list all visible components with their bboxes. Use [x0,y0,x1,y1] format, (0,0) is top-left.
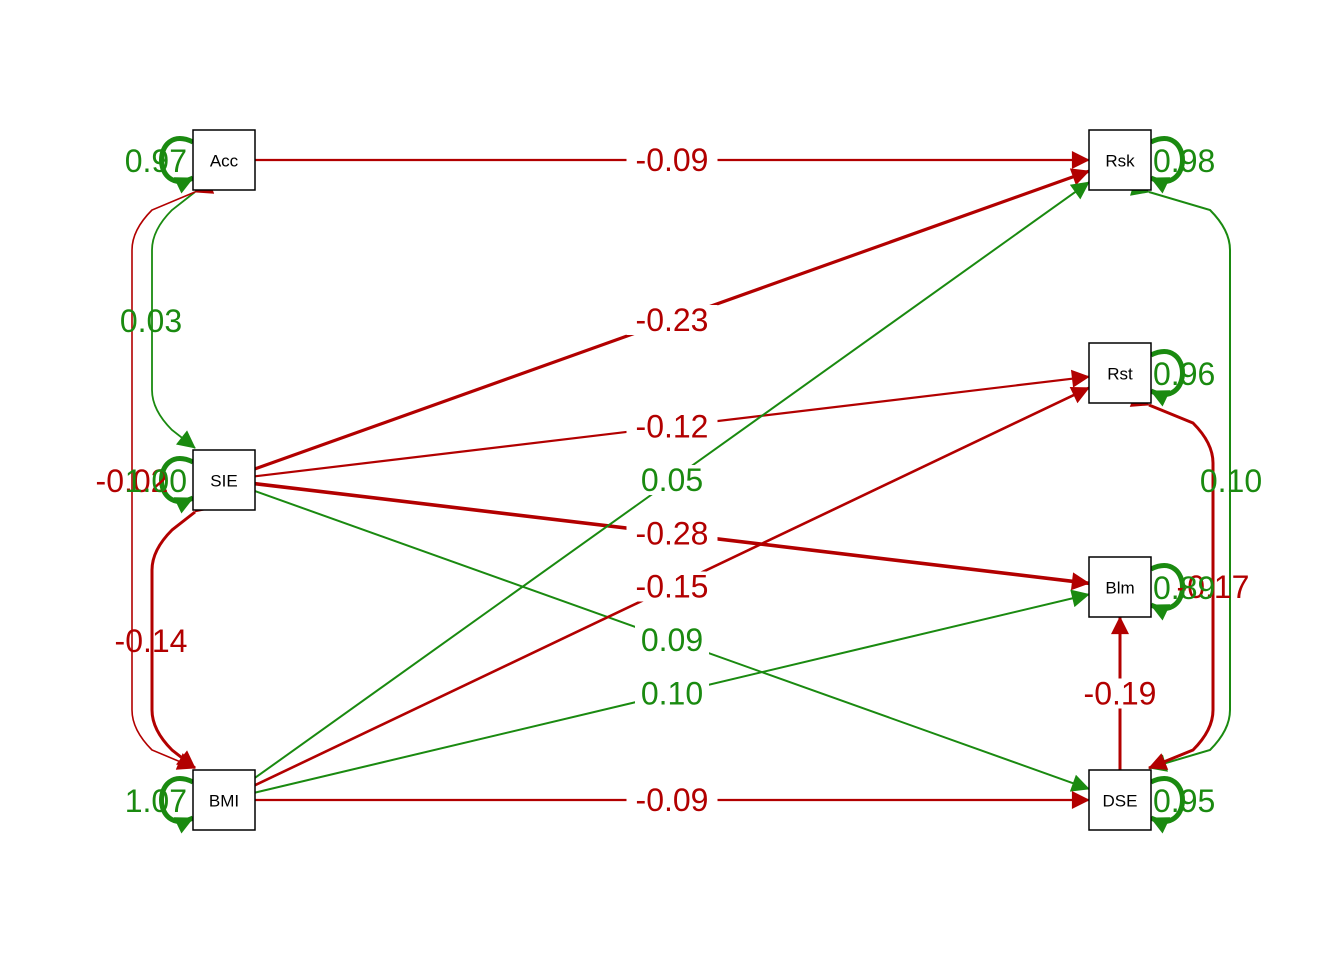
path-label-sie-blm-bg [626,518,718,549]
node-box-acc [192,129,256,191]
variance-loop-rsk [1131,136,1185,194]
variance-label-rsk: 0.98 [1153,143,1215,179]
node-box-rst [1088,342,1152,404]
path-label-sie-blm: -0.28 [636,516,709,552]
node-box-rsk [1088,129,1152,191]
covariance-acc-sie [151,174,215,449]
covariance-label-sie-bmi: -0.14 [115,623,188,659]
node-label-sie: SIE [210,472,237,491]
path-label-bmi-dse: -0.09 [636,782,709,818]
path-label-sie-rst-bg [626,411,718,442]
path-label-acc-rsk: -0.09 [636,142,709,178]
node-sie: SIE [192,449,256,511]
covariance-label-rsk-dse: 0.10 [1200,463,1262,499]
node-blm: Blm [1088,556,1152,618]
variance-label-bmi: 1.07 [125,783,187,819]
variance-loop-rst [1131,349,1185,407]
covariance-sie-bmi [150,494,215,770]
covariance-label-acc-sie: 0.03 [120,303,182,339]
variance-loop-blm [1131,563,1185,621]
path-label-sie-dse: 0.09 [641,622,703,658]
variance-label-blm: 0.89 [1153,570,1215,606]
node-box-sie [192,449,256,511]
node-label-acc: Acc [210,152,239,171]
path-label-bmi-rsk-bg [635,465,709,495]
covariance-label-rst-dse: -0.17 [1177,569,1250,605]
node-box-dse [1088,769,1152,831]
node-label-rst: Rst [1107,365,1133,384]
covariance-acc-bmi [131,177,215,770]
variance-label-sie: 1.00 [125,463,187,499]
variance-loop-acc [159,136,213,194]
path-label-acc-rsk-bg [626,145,718,175]
node-acc: Acc [192,129,256,191]
node-rst: Rst [1088,342,1152,404]
path-label-sie-rsk-bg [626,305,718,335]
variance-loop-bmi [159,776,213,834]
path-label-bmi-rst-bg [626,571,718,602]
variance-label-dse: 0.95 [1153,783,1215,819]
covariance-label-acc-bmi: -0.02 [96,463,169,499]
path-label-bmi-blm: 0.10 [641,676,703,712]
path-label-bmi-rst: -0.15 [636,569,709,605]
variance-label-rst: 0.96 [1153,356,1215,392]
node-label-bmi: BMI [209,792,239,811]
node-label-rsk: Rsk [1105,152,1135,171]
node-label-dse: DSE [1103,792,1138,811]
node-dse: DSE [1088,769,1152,831]
path-label-sie-rst: -0.12 [636,409,709,445]
node-bmi: BMI [192,769,256,831]
variance-loop-sie [159,456,213,514]
path-label-sie-dse-bg [635,625,709,655]
node-rsk: Rsk [1088,129,1152,191]
path-label-bmi-blm-bg [635,678,709,709]
path-label-sie-rsk: -0.23 [636,302,709,338]
variance-loop-dse [1131,776,1185,834]
path-label-bmi-dse-bg [626,785,718,815]
covariance-rst-dse [1129,390,1215,770]
path-label-dse-blm: -0.19 [1084,676,1157,712]
path-label-dse-blm-bg [1074,678,1166,709]
node-box-bmi [192,769,256,831]
variance-label-acc: 0.97 [125,143,187,179]
path-label-bmi-rsk: 0.05 [641,462,703,498]
node-label-blm: Blm [1105,579,1134,598]
node-box-blm [1088,556,1152,618]
covariance-rsk-dse [1130,178,1231,772]
